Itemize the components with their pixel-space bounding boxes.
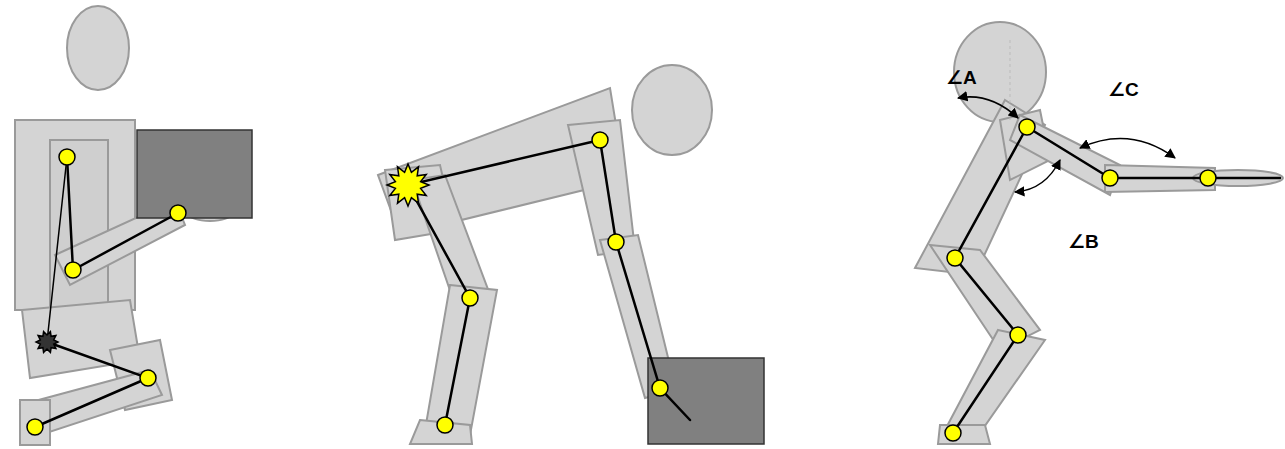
strain-burst	[387, 164, 429, 206]
joint-dot	[170, 205, 186, 221]
joint-dot	[592, 132, 608, 148]
joint-dot	[27, 419, 43, 435]
joint-dot	[437, 417, 453, 433]
joint-dot	[1102, 170, 1118, 186]
joint-dot	[140, 370, 156, 386]
joint-dot	[652, 380, 668, 396]
joint-dot	[462, 290, 478, 306]
joint-dot	[1200, 170, 1216, 186]
joint-dot	[1010, 327, 1026, 343]
joint-dot	[1019, 119, 1035, 135]
joint-dot	[59, 149, 75, 165]
strain-burst	[36, 332, 58, 353]
angle-label: ∠A	[946, 68, 977, 87]
joint-dot	[608, 234, 624, 250]
joint-dot	[65, 262, 81, 278]
joint-dot	[947, 250, 963, 266]
angle-label: ∠C	[1108, 80, 1139, 99]
joint-dot	[945, 425, 961, 441]
angle-label: ∠B	[1068, 232, 1099, 251]
